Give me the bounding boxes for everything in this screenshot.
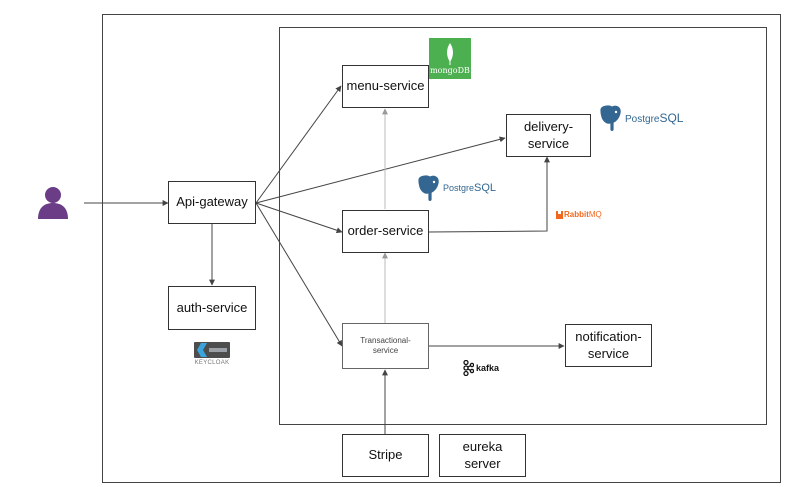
postgresql-elephant-icon [417,174,440,202]
gateway-to-transactional-arrow [255,202,343,347]
mongodb-leaf-icon [447,42,453,65]
system-boundary [102,14,781,483]
keycloak-label: KEYCLOAK [194,360,230,366]
keycloak-logo: KEYCLOAK [194,342,230,366]
postgresql-label: PostgreSQL [443,182,496,194]
rabbitmq-logo-icon [556,210,563,219]
gateway-to-menu-arrow [255,85,342,204]
user-icon [38,187,68,219]
api-gateway-node[interactable]: Api-gateway [168,181,256,224]
rabbitmq-logo: RabbitMQ [556,210,602,219]
gateway-to-delivery-arrow [255,136,506,204]
order-to-delivery-arrow [427,156,550,233]
kafka-label: kafka [476,363,500,373]
postgresql-label-prefix: Postgre [443,183,475,193]
order-service-node[interactable]: order-service [342,210,429,253]
postgresql-label: PostgreSQL [625,111,683,125]
postgresql-logo-order: PostgreSQL [414,174,496,202]
keycloak-logo-icon [194,342,230,358]
postgresql-label-suffix: SQL [659,111,684,125]
postgresql-label-prefix: Postgre [625,114,660,125]
rabbitmq-label: RabbitMQ [564,210,602,219]
menu-service-node[interactable]: menu-service [342,65,429,108]
gateway-to-order-arrow [255,202,343,234]
mongodb-label: mongoDB [430,65,470,75]
kafka-logo: kafka [462,360,499,376]
rabbitmq-label-suffix: MQ [588,210,602,219]
postgresql-elephant-icon [599,104,622,132]
postgresql-logo-delivery: PostgreSQL [596,104,683,132]
kafka-logo-icon [463,360,474,376]
stripe-node[interactable]: Stripe [342,434,429,477]
auth-service-node[interactable]: auth-service [168,286,256,330]
services-cluster [279,27,767,425]
postgresql-label-suffix: SQL [474,182,497,194]
rabbitmq-label-prefix: Rabbit [564,210,589,219]
mongodb-logo-icon: mongoDB [429,38,471,79]
eureka-server-node[interactable]: eureka server [439,434,526,477]
transactional-service-node[interactable]: Transactional- service [342,323,429,369]
notification-service-node[interactable]: notification- service [565,324,652,367]
delivery-service-node[interactable]: delivery- service [506,114,591,157]
